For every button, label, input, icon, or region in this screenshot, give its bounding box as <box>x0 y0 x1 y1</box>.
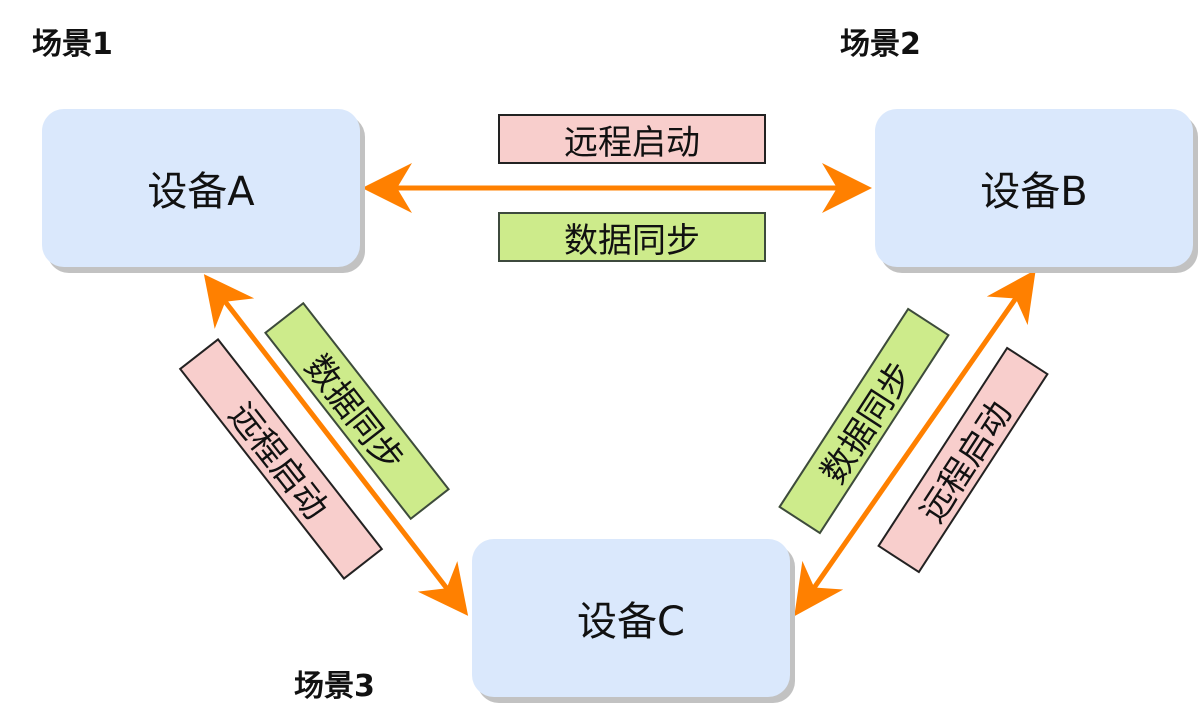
device-b[interactable]: 设备B <box>875 109 1193 267</box>
device-c-label: 设备C <box>577 599 685 645</box>
device-c[interactable]: 设备C <box>472 539 790 697</box>
device-b-label: 设备B <box>980 169 1088 215</box>
scene-2-label: 场景2 <box>840 27 921 62</box>
scene-1-label: 场景1 <box>32 27 113 62</box>
ab-data-sync-text: 数据同步 <box>564 220 700 261</box>
arrow-b-c <box>794 269 1036 617</box>
ab-remote-start-text: 远程启动 <box>564 122 700 163</box>
device-a[interactable]: 设备A <box>42 109 360 267</box>
arrow-a-c <box>203 274 469 616</box>
scene-3-label: 场景3 <box>294 669 375 704</box>
ab-remote-start-tag: 远程启动 <box>498 114 766 164</box>
ab-data-sync-tag: 数据同步 <box>498 212 766 262</box>
device-a-label: 设备A <box>147 169 255 215</box>
